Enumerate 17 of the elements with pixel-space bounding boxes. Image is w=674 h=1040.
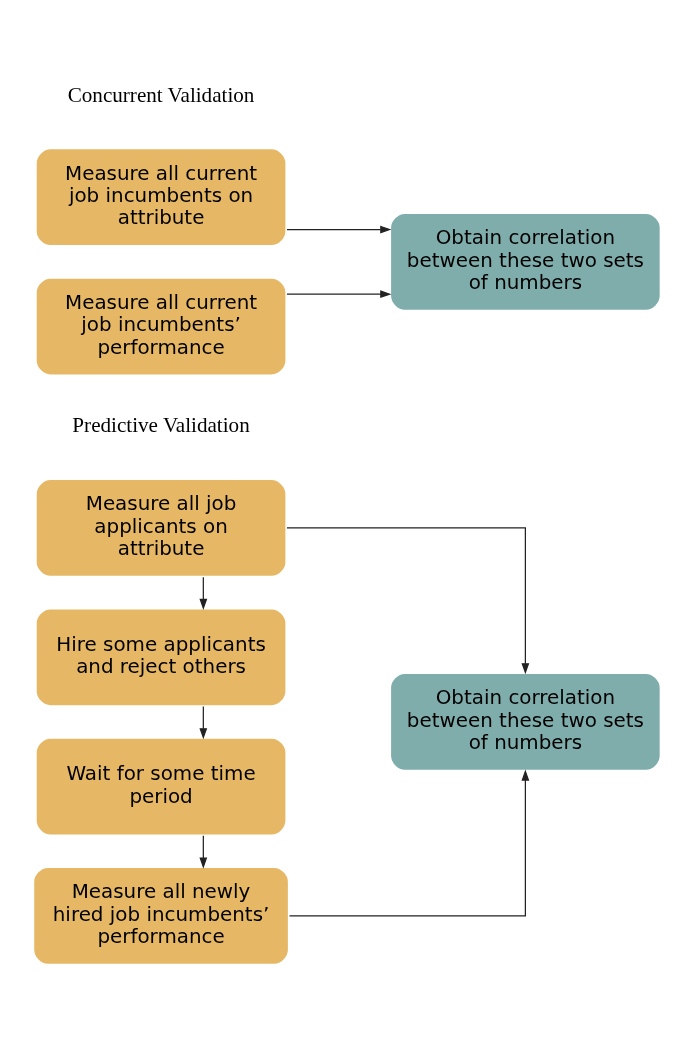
arrow	[286, 526, 530, 674]
node-box: Measure all newly hired job incumbents’ performance	[31, 865, 291, 966]
arrow	[286, 289, 392, 298]
node-box: Measure all current job incumbents’ performance	[34, 275, 288, 377]
arrow	[286, 225, 392, 233]
node-box: Measure all job applicants on attribute	[34, 477, 288, 578]
arrow	[288, 769, 530, 917]
label: Concurrent Validation	[67, 82, 255, 107]
node-box: Obtain correlation between these two sets of numbers	[388, 211, 663, 312]
node-box: Obtain correlation between these two sets of numbers	[388, 671, 663, 772]
arrow	[199, 834, 208, 869]
label: Predictive Validation	[72, 412, 250, 437]
node-box: Hire some applicants and reject others	[34, 606, 288, 708]
node-box: Wait for some time period	[34, 735, 288, 837]
arrow	[199, 705, 208, 739]
arrow	[199, 576, 208, 610]
node-box: Measure all current job incumbents on attribute	[34, 146, 288, 248]
